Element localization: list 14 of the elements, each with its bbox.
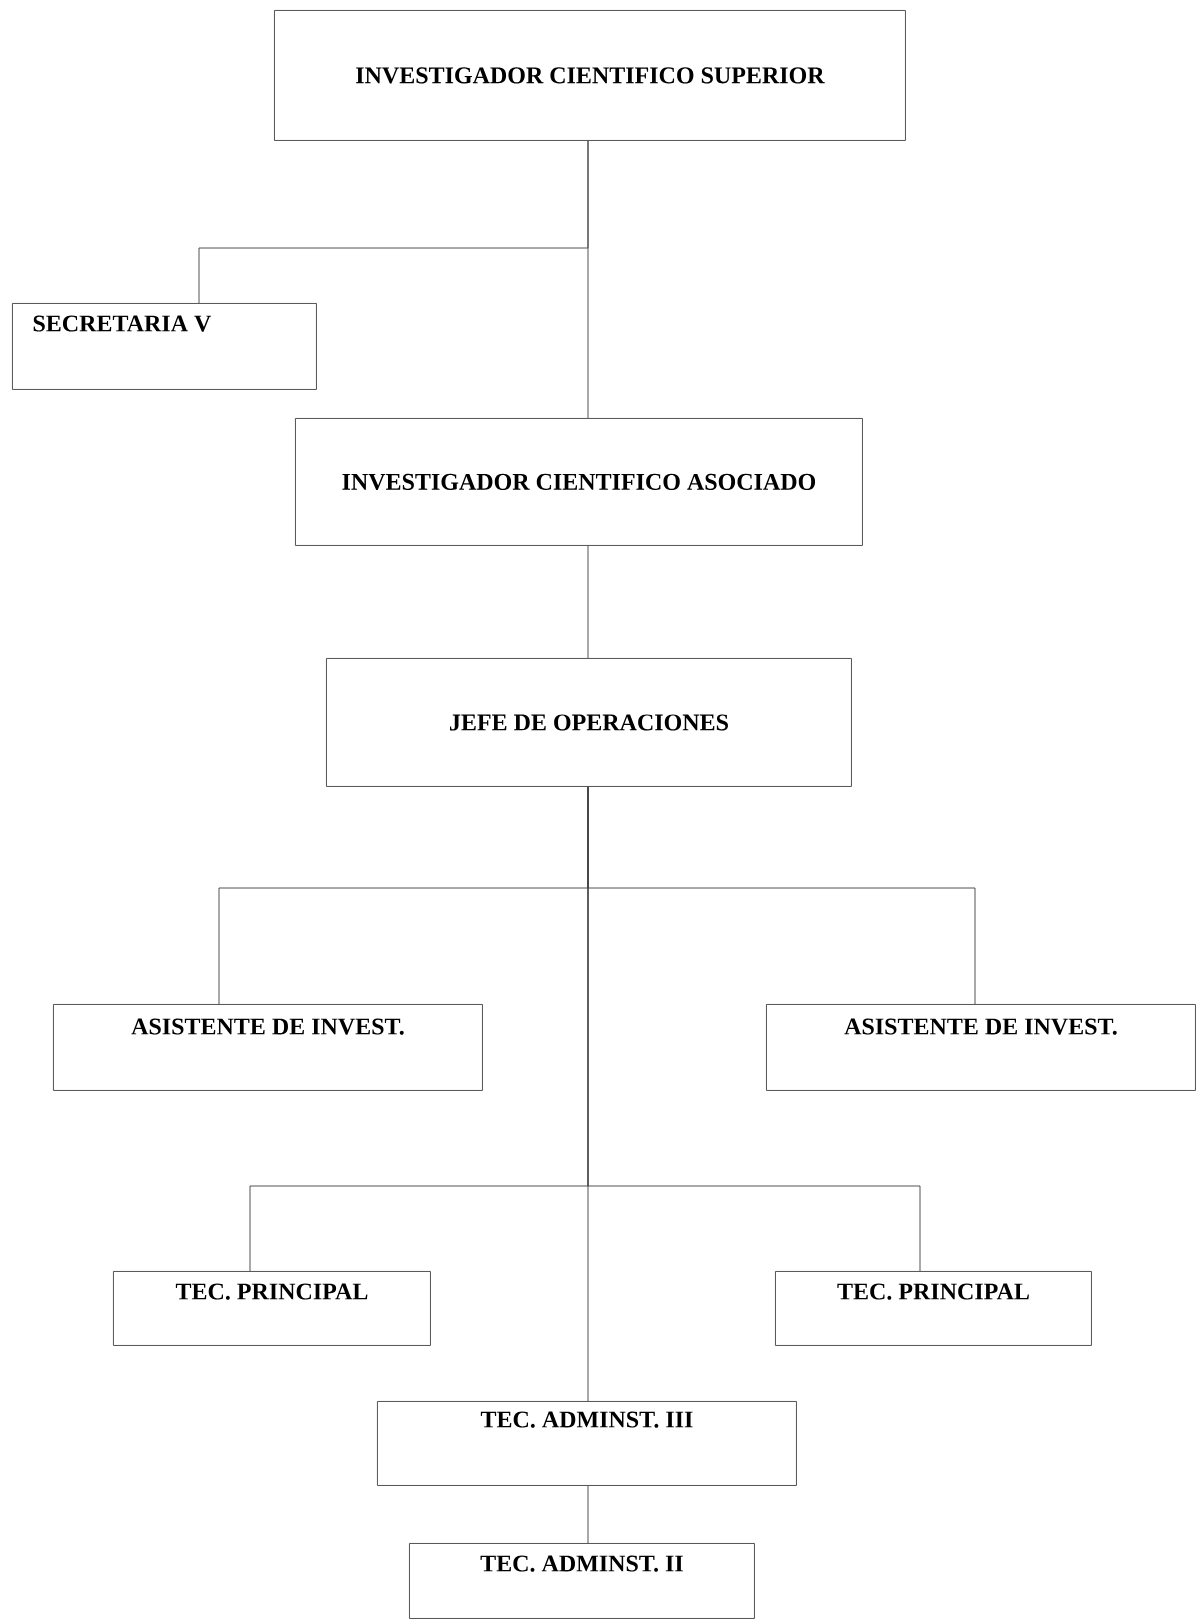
- org-box: TEC. ADMINST. III: [377, 1401, 797, 1486]
- org-box: ASISTENTE DE INVEST.: [53, 1004, 483, 1091]
- org-box: TEC. PRINCIPAL: [113, 1271, 431, 1346]
- connector-line: [587, 140, 589, 419]
- connector-line: [587, 1485, 589, 1544]
- org-box: INVESTIGADOR CIENTIFICO ASOCIADO: [295, 418, 863, 546]
- org-box: ASISTENTE DE INVEST.: [766, 1004, 1196, 1091]
- org-box: SECRETARIA V: [12, 303, 317, 390]
- connector-line: [587, 786, 589, 1402]
- org-box: INVESTIGADOR CIENTIFICO SUPERIOR: [274, 10, 906, 141]
- org-box: TEC. PRINCIPAL: [775, 1271, 1092, 1346]
- connector-line: [587, 545, 589, 659]
- org-box: JEFE DE OPERACIONES: [326, 658, 852, 787]
- org-box: TEC. ADMINST. II: [409, 1543, 755, 1619]
